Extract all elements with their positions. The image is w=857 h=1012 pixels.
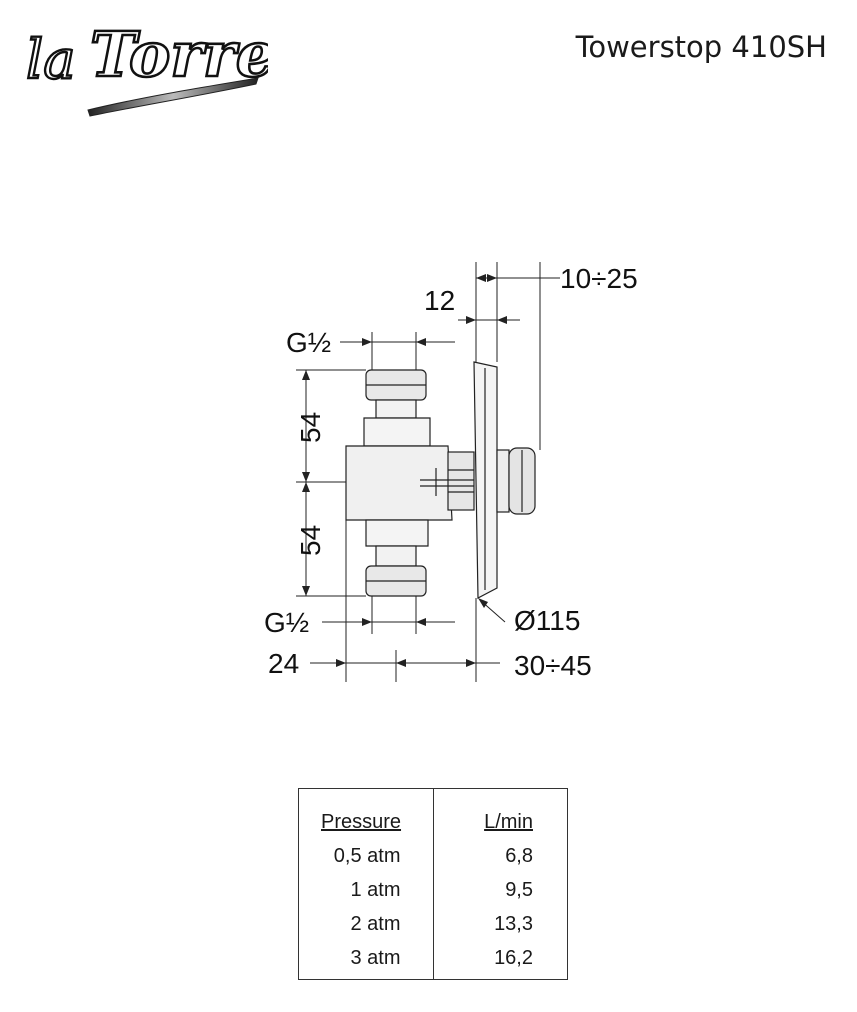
dim-54-lower: 54 [295,525,326,556]
svg-text:Torre: Torre [90,18,268,91]
flow-header: L/min [484,811,533,833]
dim-g-half-bottom: G½ [264,607,309,638]
svg-text:la: la [26,28,75,91]
latorre-logo: la Torre [25,17,268,117]
dim-g-half-top: G½ [286,327,331,358]
dim-24: 24 [268,648,299,679]
valve-body [345,445,453,521]
flow-cell: 6,8 [505,845,533,867]
dim-diameter: Ø115 [514,605,580,636]
flow-cell: 13,3 [494,913,533,935]
pressure-cell: 1 atm [350,879,401,901]
pressure-cell: 3 atm [350,947,401,969]
technical-drawing: 10÷25 12 G½ 54 54 G½ Ø115 24 30÷45 [264,262,638,682]
pressure-column: Pressure 0,5 atm 1 atm 2 atm 3 atm [299,789,434,979]
flow-column: L/min 6,8 9,5 13,3 16,2 [434,789,568,979]
dim-54-upper: 54 [295,412,326,443]
flow-cell: 16,2 [494,947,533,969]
model-title: Towerstop 410SH [575,30,827,64]
pressure-header: Pressure [321,811,402,833]
flow-rate-table: Pressure 0,5 atm 1 atm 2 atm 3 atm L/min… [298,788,568,980]
pressure-cell: 2 atm [350,913,401,935]
dim-12: 12 [424,285,455,316]
dim-10-25: 10÷25 [560,263,638,294]
flow-cell: 9,5 [505,879,533,901]
dim-30-45: 30÷45 [514,650,592,681]
pressure-cell: 0,5 atm [333,845,401,867]
